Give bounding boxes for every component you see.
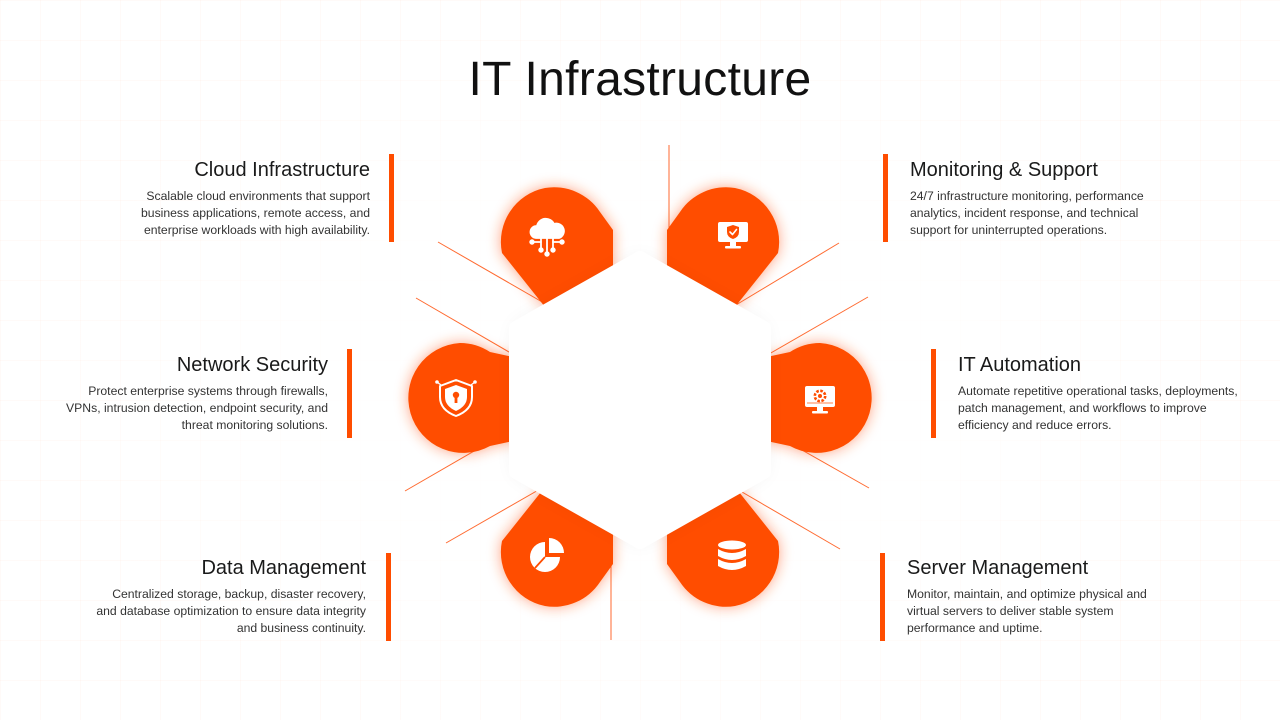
cloud-network-icon (529, 217, 565, 257)
item-title: Network Security (176, 354, 328, 376)
item-monitoring-support: Monitoring & Support 24/7 infrastructure… (910, 159, 1230, 239)
monitor-shield-icon (718, 222, 748, 249)
page-title: IT Infrastructure (468, 53, 812, 106)
item-title: IT Automation (958, 354, 1082, 376)
item-network-security: Network Security Protect enterprise syst… (8, 354, 328, 434)
database-icon (718, 540, 746, 570)
accent-bar-network-security (347, 349, 352, 438)
petal-cloud-infrastructure (500, 187, 613, 307)
item-description: 24/7 infrastructure monitoring, performa… (910, 189, 1144, 237)
accent-bar-cloud-infrastructure (389, 154, 394, 242)
accent-bar-server-management (880, 553, 885, 641)
accent-bar-monitoring-support (883, 154, 888, 242)
item-server-management: Server Management Monitor, maintain, and… (907, 557, 1227, 637)
item-cloud-infrastructure: Cloud Infrastructure Scalable cloud envi… (50, 159, 370, 239)
item-description: Centralized storage, backup, disaster re… (96, 587, 366, 635)
petal-monitoring-support (667, 187, 780, 307)
item-description: Monitor, maintain, and optimize physical… (907, 587, 1147, 635)
item-title: Monitoring & Support (910, 159, 1098, 181)
item-it-automation: IT Automation Automate repetitive operat… (958, 354, 1278, 434)
monitor-gear-icon (805, 386, 835, 414)
item-description: Scalable cloud environments that support… (141, 189, 370, 237)
center-hexagon (509, 251, 771, 549)
item-title: Data Management (201, 557, 366, 579)
item-data-management: Data Management Centralized storage, bac… (46, 557, 366, 637)
shield-lock-icon (435, 379, 477, 417)
item-title: Cloud Infrastructure (194, 159, 370, 181)
accent-bar-it-automation (931, 349, 936, 438)
accent-bar-data-management (386, 553, 391, 641)
item-title: Server Management (907, 557, 1089, 579)
pie-chart-icon (530, 538, 564, 572)
item-description: Automate repetitive operational tasks, d… (958, 384, 1238, 432)
item-description: Protect enterprise systems through firew… (66, 384, 328, 432)
